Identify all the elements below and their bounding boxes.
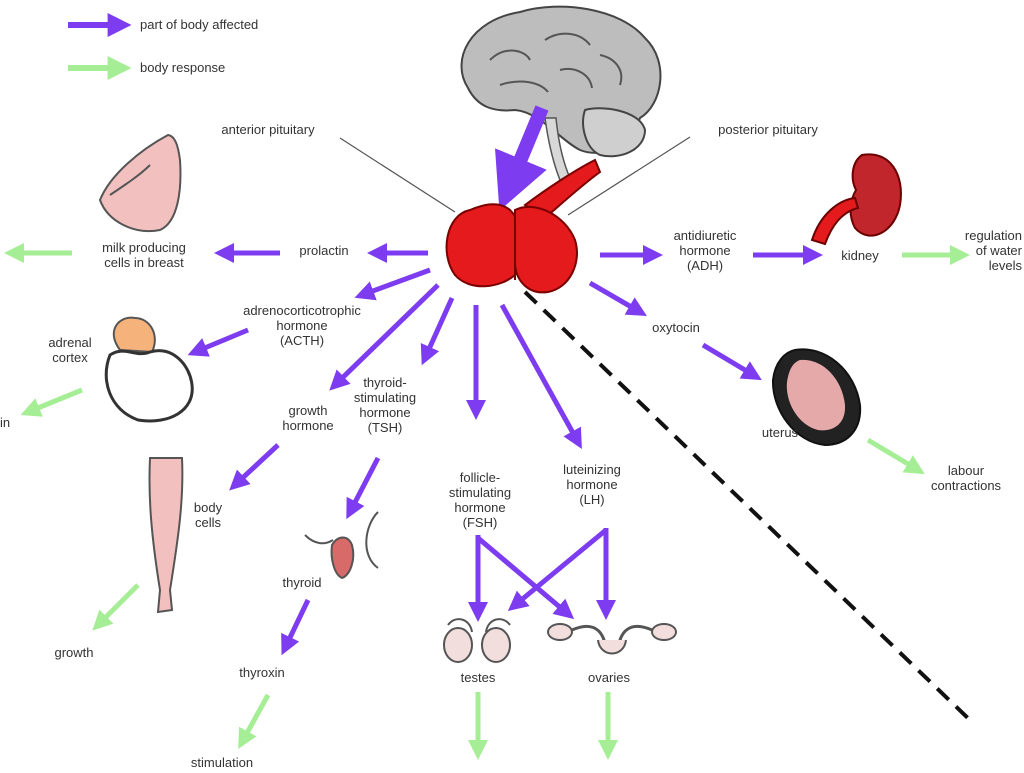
label-stimulation: stimulation	[190, 755, 254, 770]
label-growth-hormone: growth hormone	[282, 403, 334, 433]
legend-affected-label: part of body affected	[140, 17, 259, 32]
brain-icon	[460, 5, 662, 181]
thyroid-icon	[304, 511, 379, 580]
arrow-tsh-to-thyroid	[346, 456, 381, 520]
label-labour: labour contractions	[930, 463, 1002, 493]
uterus-ovaries-icon	[547, 623, 677, 655]
label-testes: testes	[460, 670, 496, 685]
response-adrenal	[20, 387, 83, 417]
label-tsh: thyroid- stimulating hormone (TSH)	[353, 375, 417, 435]
label-breast: milk producing cells in breast	[102, 240, 186, 270]
affected-arrows	[187, 243, 823, 656]
breast-icon	[98, 133, 182, 233]
brain-to-pituitary-arrow	[495, 105, 549, 211]
label-thyroid: thyroid	[282, 575, 322, 590]
arrow-thyroid-to-thyroxin	[281, 598, 311, 656]
pituitary-gland-icon	[445, 158, 602, 294]
anterior-leader-line	[339, 137, 456, 213]
arrow-to-oxytocin	[588, 280, 647, 317]
label-anterior-pituitary: anterior pituitary	[221, 122, 315, 137]
arrow-to-acth	[354, 267, 431, 301]
label-ovaries: ovaries	[588, 670, 630, 685]
label-body-cells: body cells	[193, 500, 223, 530]
dashed-divider-line	[523, 290, 974, 724]
kidney-icon	[810, 153, 902, 246]
response-uterus	[866, 437, 925, 475]
label-growth: growth	[54, 645, 94, 660]
label-acth: adrenocorticotrophic hormone (ACTH)	[243, 303, 361, 348]
arrow-acth-to-adrenal	[187, 327, 249, 357]
label-uterus: uterus	[761, 425, 799, 440]
response-arrows	[4, 243, 970, 760]
arrow-to-growth-hormone	[329, 283, 440, 391]
response-thyroxin	[238, 693, 271, 750]
arrow-oxytocin-to-uterus	[701, 342, 762, 381]
arrow-fsh-to-ovaries	[476, 536, 575, 620]
label-lh: luteinizing hormone (LH)	[563, 462, 621, 507]
label-prolactin: prolactin	[299, 243, 349, 258]
label-posterior-pituitary: posterior pituitary	[718, 122, 818, 137]
legend-response-label: body response	[140, 60, 226, 75]
label-adrenal-cortex: adrenal cortex	[48, 335, 92, 365]
label-adrenal-response: in	[0, 415, 11, 430]
label-oxytocin: oxytocin	[652, 320, 700, 335]
arrow-lh-to-testes	[507, 528, 608, 612]
label-kidney: kidney	[841, 248, 879, 263]
testes-icon	[443, 618, 511, 663]
posterior-leader-line	[567, 136, 691, 216]
label-adh: antidiuretic hormone (ADH)	[673, 228, 737, 273]
arrow-to-tsh	[420, 296, 455, 366]
label-thyroxin: thyroxin	[239, 665, 285, 680]
adrenal-gland-icon	[104, 316, 194, 423]
label-fsh: follicle- stimulating hormone (FSH)	[448, 470, 512, 530]
response-body-cells	[92, 583, 140, 631]
fetus-icon	[771, 348, 862, 447]
arrow-to-lh	[499, 303, 582, 449]
label-regulation: regulation of water levels	[964, 228, 1022, 273]
leg-icon	[148, 457, 184, 614]
arrow-gh-to-body-cells	[229, 443, 280, 491]
